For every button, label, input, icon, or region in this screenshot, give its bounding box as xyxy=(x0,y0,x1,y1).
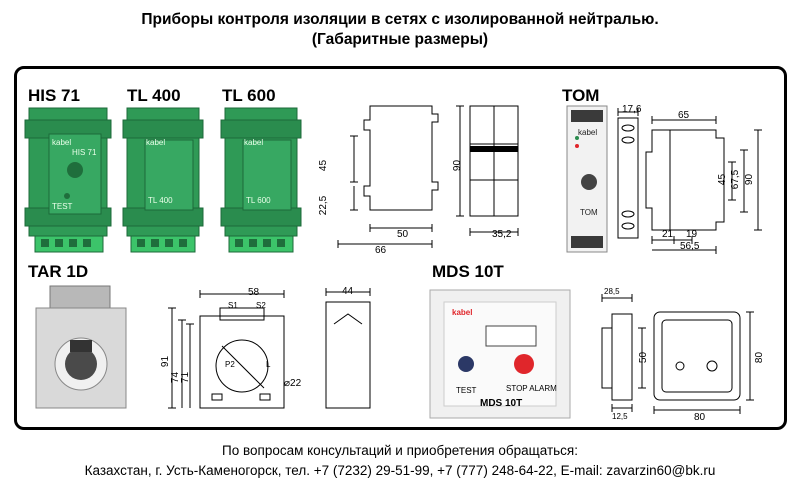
mds-dim-12-5: 12,5 xyxy=(612,412,628,421)
tar-dim-58: 58 xyxy=(248,287,260,298)
tom-brand-text: kabel xyxy=(578,128,598,137)
tom-dim-65: 65 xyxy=(678,110,690,121)
tl400-brand-text: kabel xyxy=(146,138,166,147)
page-subtitle: (Габаритные размеры) xyxy=(311,31,489,48)
label-tar1d: TAR 1D xyxy=(28,262,89,281)
his71-brand-text: kabel xyxy=(52,138,72,147)
tl-dim-22-5: 22,5 xyxy=(318,195,330,216)
mds-model-text: MDS 10T xyxy=(480,398,523,409)
his71-model-text: HIS 71 xyxy=(72,148,97,157)
label-tom: TOM xyxy=(562,86,600,105)
label-tl400: TL 400 xyxy=(127,86,181,105)
tom-model-text: TOM xyxy=(580,208,598,217)
mds-dimension-drawing xyxy=(601,294,754,414)
tar-p2-text: P2 xyxy=(225,360,235,369)
tl600-brand-text: kabel xyxy=(244,138,264,147)
mds-stop-alarm-text: STOP ALARM xyxy=(506,384,557,393)
label-tl600: TL 600 xyxy=(222,86,276,105)
tar-s1-text: S1 xyxy=(228,301,238,310)
tl600-model-text: TL 600 xyxy=(246,196,271,205)
tl-dim-50: 50 xyxy=(397,229,409,240)
tom-device-image xyxy=(566,105,608,253)
tl-dim-66: 66 xyxy=(375,245,387,256)
tom-dim-67-5: 67,5 xyxy=(730,169,742,190)
tar-dim-44: 44 xyxy=(342,286,354,297)
tom-dim-56-5: 56,5 xyxy=(680,241,700,252)
tl-dim-45: 45 xyxy=(318,159,330,172)
mds-dim-80-width: 80 xyxy=(694,412,706,423)
mds-brand-text: kabel xyxy=(452,308,473,317)
contact-heading: По вопросам консультаций и приобретения … xyxy=(222,443,578,458)
his71-test-text: TEST xyxy=(52,202,73,211)
tar1d-device-image xyxy=(35,285,127,409)
mds-test-text: TEST xyxy=(456,386,477,395)
contact-details: Казахстан, г. Усть-Каменогорск, тел. +7 … xyxy=(84,463,716,478)
tom-dim-90: 90 xyxy=(744,173,756,186)
tl400-model-text: TL 400 xyxy=(148,196,173,205)
tl-dim-90: 90 xyxy=(452,159,464,172)
tl600-device-image xyxy=(220,107,302,253)
tar-s2-text: S2 xyxy=(256,301,266,310)
his71-device-image xyxy=(24,107,112,253)
tar-l-text: L xyxy=(266,360,271,369)
mds-dim-50: 50 xyxy=(638,351,650,364)
page-title: Приборы контроля изоляции в сетях с изол… xyxy=(141,11,659,28)
tom-dim-19: 19 xyxy=(686,229,698,240)
tar-dimension-drawing xyxy=(168,288,371,409)
tar-dim-22: ⌀22 xyxy=(284,378,302,389)
mds10t-device-image xyxy=(429,289,571,419)
tar-dim-91: 91 xyxy=(160,355,172,368)
tl-dim-35-2: 35,2 xyxy=(492,229,512,240)
tom-dim-45: 45 xyxy=(717,173,729,186)
tom-dim-17-6: 17,6 xyxy=(622,104,642,115)
tom-dim-21: 21 xyxy=(662,229,674,240)
tar-dim-71: 71 xyxy=(180,371,192,384)
label-his71: HIS 71 xyxy=(28,86,80,105)
tl400-device-image xyxy=(122,107,204,253)
mds-dim-28-5: 28,5 xyxy=(604,287,620,296)
tom-dimension-drawing xyxy=(617,108,762,254)
label-mds10t: MDS 10T xyxy=(432,262,504,281)
mds-dim-80-height: 80 xyxy=(754,351,766,364)
tl-dimension-drawing xyxy=(337,105,519,248)
